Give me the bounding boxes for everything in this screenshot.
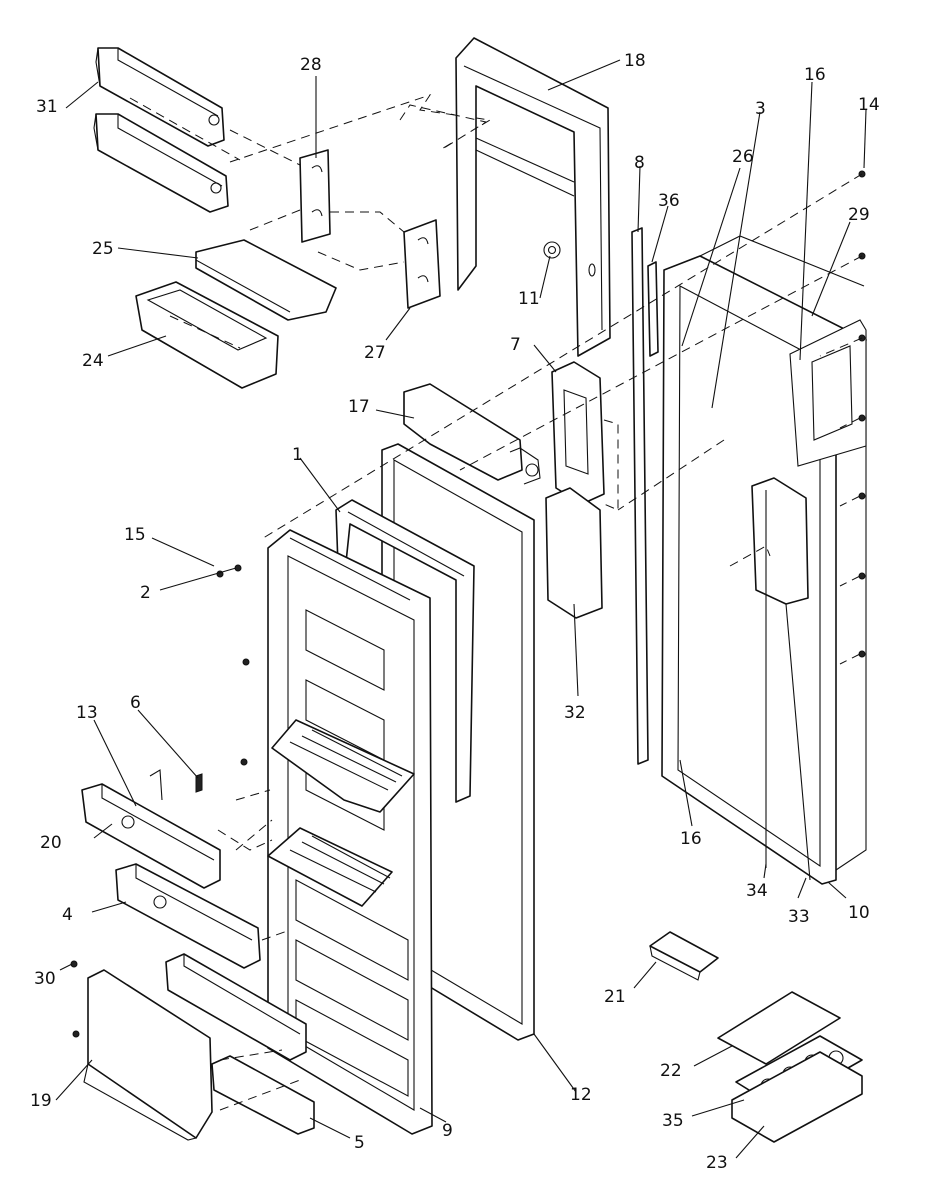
callout-18: 18	[624, 51, 646, 71]
callout-3: 3	[755, 99, 766, 119]
part-20-door-bin	[81, 769, 221, 889]
part-18-door-frame	[455, 37, 611, 357]
part-6-clip	[195, 773, 203, 793]
door-rack-upper	[271, 719, 415, 813]
callout-12: 12	[570, 1085, 592, 1105]
callout-19: 19	[30, 1091, 52, 1111]
callout-20: 20	[40, 833, 62, 853]
callout-36: 36	[658, 191, 680, 211]
part-17-housing	[403, 383, 541, 485]
callout-5: 5	[354, 1133, 365, 1153]
callout-13: 13	[76, 703, 98, 723]
part-28-bracket	[229, 94, 492, 243]
part-36-strip	[647, 261, 659, 357]
callout-34: 34	[746, 881, 768, 901]
callout-17: 17	[348, 397, 370, 417]
callout-35: 35	[662, 1111, 684, 1131]
part-25-shelf	[195, 239, 337, 321]
callout-9: 9	[442, 1121, 453, 1141]
callout-14: 14	[858, 95, 880, 115]
callout-24: 24	[82, 351, 104, 371]
callout-10: 10	[848, 903, 870, 923]
callout-16-top: 16	[804, 65, 826, 85]
callout-8: 8	[634, 153, 645, 173]
callout-7: 7	[510, 335, 521, 355]
part-34-channel	[751, 477, 809, 868]
callout-1: 1	[292, 445, 303, 465]
callout-32: 32	[564, 703, 586, 723]
part-23-tray	[731, 1051, 863, 1143]
part-27-bracket	[317, 211, 441, 309]
callout-4: 4	[62, 905, 73, 925]
callout-22: 22	[660, 1061, 682, 1081]
part-22-cover	[717, 991, 841, 1065]
callout-23: 23	[706, 1153, 728, 1173]
part-4-door-bin	[115, 863, 261, 969]
door-rack-lower	[267, 827, 393, 907]
assembly-lines	[217, 104, 863, 1111]
part-32-panel	[545, 487, 603, 619]
callout-2: 2	[140, 583, 151, 603]
callout-11: 11	[518, 289, 540, 309]
callout-29: 29	[848, 205, 870, 225]
callout-15: 15	[124, 525, 146, 545]
callout-30: 30	[34, 969, 56, 989]
part-33-channel	[785, 603, 811, 881]
part-5-door-bins	[165, 953, 315, 1135]
part-7-frame	[551, 361, 619, 511]
callout-26: 26	[732, 147, 754, 167]
callout-27: 27	[364, 343, 386, 363]
callout-labels: 31 28 25 24 27 18 11 7 17 1 15 2 8 36 26…	[30, 51, 880, 1173]
callout-6: 6	[130, 693, 141, 713]
callout-16-bottom: 16	[680, 829, 702, 849]
callout-21: 21	[604, 987, 626, 1007]
part-21-tray	[649, 931, 719, 981]
callout-25: 25	[92, 239, 114, 259]
callout-31: 31	[36, 97, 58, 117]
part-24-bin	[135, 281, 279, 389]
callout-33: 33	[788, 907, 810, 927]
part-31-bins	[93, 47, 301, 213]
leader-lines	[55, 59, 867, 1159]
callout-28: 28	[300, 55, 322, 75]
part-8-strip	[631, 227, 649, 765]
